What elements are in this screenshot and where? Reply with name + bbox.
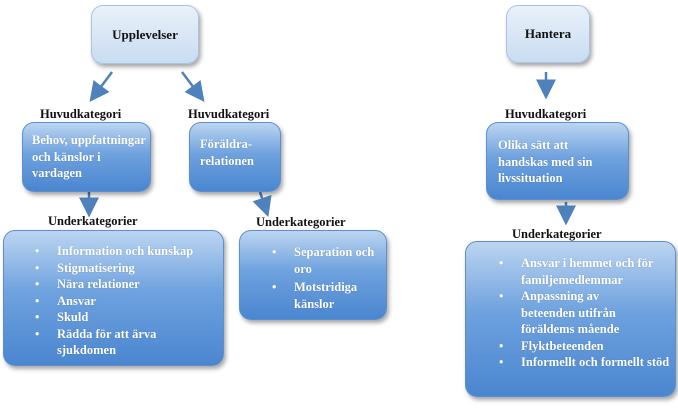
arrow-main-2-to-sub-2	[252, 191, 272, 218]
main-category-text-2: Föräldra-relationen	[200, 136, 280, 169]
list-item: •Ansvar	[35, 293, 96, 308]
list-item: •Flyktbeteenden	[499, 338, 604, 353]
main-category-label-2: Huvudkategori	[188, 107, 270, 121]
subcategory-label-1: Underkategorier	[48, 214, 138, 228]
subcategory-label-2: Underkategorier	[256, 215, 346, 229]
list-item: •Motstridiga känslor	[272, 280, 358, 311]
list-item: •Ansvar i hemmet och för familjemedlemma…	[499, 256, 654, 287]
right-main-category-box: Olika sätt att handskas med sin livssitu…	[486, 122, 629, 200]
arrow-upplevelser-to-main-2	[181, 71, 205, 102]
list-item: •Anpassning av beteenden utifrån förälde…	[499, 289, 620, 336]
main-category-box-2: Föräldra-relationen	[189, 122, 281, 192]
main-category-text-1: Behov, uppfattningar och känslor i varda…	[32, 133, 146, 180]
upplevelser-label: Upplevelser	[112, 26, 178, 42]
list-item: •Separation och oro	[272, 245, 375, 276]
right-subcategory-list: •Ansvar i hemmet och för familjemedlemma…	[499, 255, 671, 371]
main-category-box-1: Behov, uppfattningar och känslor i varda…	[22, 122, 151, 192]
subcategory-list-1: •Information och kunskap •Stigmatisering…	[35, 243, 220, 359]
right-subcategory-label: Underkategorier	[512, 227, 602, 241]
list-item: •Nära relationer	[35, 277, 140, 291]
main-category-label-1: Huvudkategori	[40, 107, 122, 121]
right-main-category-text: Olika sätt att handskas med sin livssitu…	[498, 138, 593, 185]
subcategory-box-1: •Information och kunskap •Stigmatisering…	[3, 230, 224, 366]
right-subcategory-box: •Ansvar i hemmet och för familjemedlemma…	[465, 241, 676, 397]
subcategory-list-2: •Separation och oro •Motstridiga känslor	[272, 244, 384, 312]
hantera-box: Hantera	[506, 5, 590, 63]
right-main-category-label: Huvudkategori	[505, 107, 587, 121]
list-item: •Stigmatisering	[35, 260, 135, 275]
hantera-label: Hantera	[524, 26, 572, 41]
list-item: •Rädda för att ärva sjukdomen	[35, 326, 157, 358]
list-item: •Information och kunskap	[35, 244, 194, 258]
main-category-text-2-content: Föräldra-relationen	[200, 137, 254, 168]
list-item: •Informellt och formellt stöd	[499, 355, 670, 369]
upplevelser-box: Upplevelser	[91, 5, 199, 64]
list-item: •Skuld	[35, 310, 89, 324]
arrow-upplevelser-to-main-1	[89, 71, 113, 102]
subcategory-box-2: •Separation och oro •Motstridiga känslor	[239, 230, 387, 320]
